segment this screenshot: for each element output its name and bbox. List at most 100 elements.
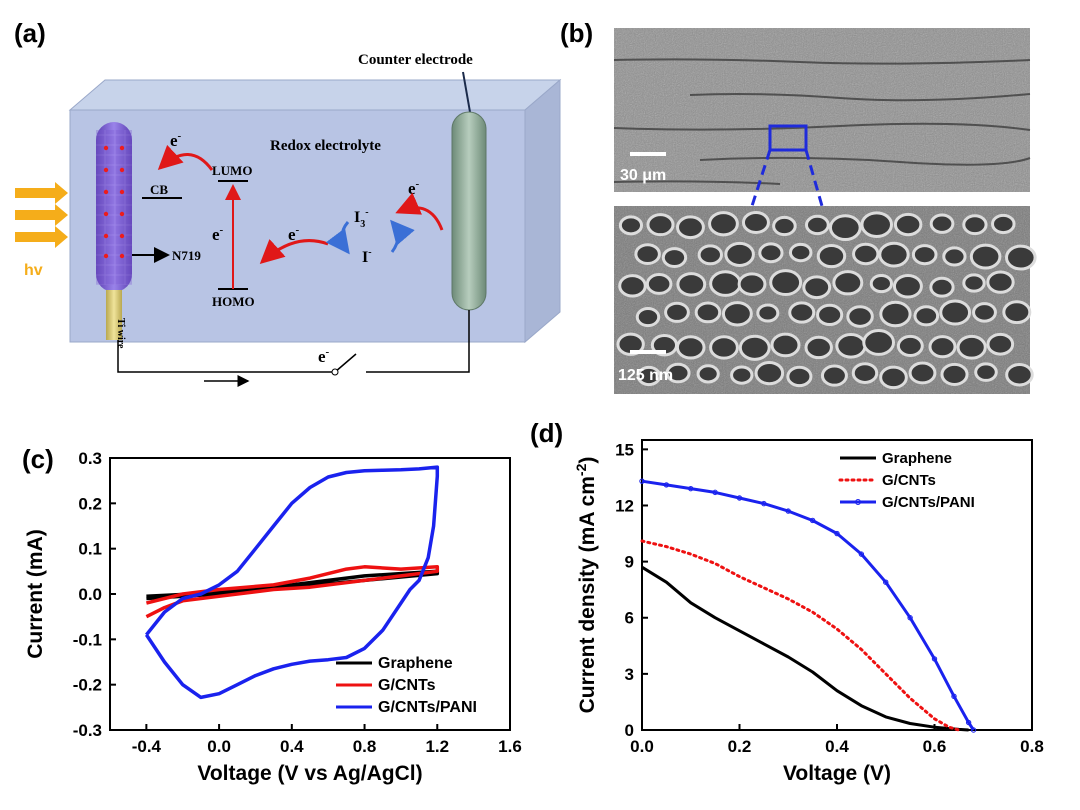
scale-bar-bottom — [630, 350, 666, 354]
nanotube-ring — [769, 269, 803, 296]
legend-label: G/CNTs/PANI — [378, 699, 477, 716]
nanotube-ring — [697, 244, 723, 266]
nanotube-ring — [618, 215, 644, 236]
nanotube-ring — [911, 244, 938, 266]
counter-electrode-label: Counter electrode — [358, 52, 473, 68]
nanotube-ring — [869, 273, 893, 294]
y-tick-label: 0.1 — [78, 540, 102, 559]
y-tick-label: -0.1 — [73, 630, 102, 649]
series-line-g-cnts-pani — [641, 479, 975, 731]
y-axis-label: Current density (mA cm-2) — [573, 457, 599, 714]
redox-cycle-right — [390, 219, 415, 253]
nanotube-ring — [991, 213, 1016, 235]
nanotube-ring — [770, 332, 801, 358]
series-point — [834, 530, 840, 537]
series-point — [761, 500, 767, 507]
electron-label-2: e- — [212, 224, 224, 244]
nanotube-ring — [972, 302, 997, 323]
y-tick-label: 0 — [625, 721, 634, 740]
y-tick-label: 15 — [615, 440, 634, 459]
nanotube-ring — [816, 303, 844, 327]
nanotube-ring — [913, 305, 940, 327]
x-tick-label: 0.2 — [728, 737, 752, 756]
electron-label-3: e- — [288, 224, 300, 244]
light-arrows — [15, 182, 68, 248]
plot-frame — [641, 439, 1033, 731]
y-tick-label: 3 — [625, 665, 634, 684]
x-axis-label: Voltage (V vs Ag/AgCl) — [197, 762, 422, 785]
x-tick-label: 1.6 — [498, 737, 522, 756]
electron-label-5: e- — [318, 346, 330, 366]
legend-label: Graphene — [378, 655, 453, 672]
redox-electrolyte-label: Redox electrolyte — [270, 138, 381, 154]
nanotube-ring — [708, 211, 739, 237]
x-tick-label: 1.2 — [425, 737, 449, 756]
nanotube-ring — [804, 335, 833, 360]
nanotube-ring — [730, 365, 754, 385]
y-tick-label: 9 — [625, 553, 634, 572]
y-tick-label: 0.3 — [78, 449, 102, 468]
nanotube-ring — [879, 300, 912, 328]
nanotube-ring — [802, 275, 832, 300]
nanotube-ring — [676, 215, 705, 240]
nanotube-ring — [636, 365, 662, 387]
series-line-graphene — [641, 565, 969, 732]
nanotube-ring — [758, 242, 784, 264]
series-point — [712, 489, 718, 496]
series-point — [809, 517, 816, 524]
circuit-switch — [334, 353, 357, 373]
nanotube-ring — [741, 210, 770, 234]
nanotube-ring — [645, 273, 673, 295]
nanotube-ring — [820, 364, 848, 387]
redox-cycle-left — [325, 221, 350, 255]
nanotube-ring — [852, 242, 880, 266]
x-tick-label: 0.0 — [207, 737, 231, 756]
regeneration-arrow — [259, 238, 329, 265]
sem-top-cracks — [613, 58, 1031, 185]
nanotube-ring — [878, 241, 910, 268]
reduction-arrow — [395, 192, 444, 231]
nanotube-ring — [788, 242, 813, 263]
nanotube-ring — [942, 246, 967, 267]
circuit-switch-pivot — [331, 368, 339, 376]
nanotube-ring — [737, 272, 767, 297]
x-tick-label: 0.8 — [1020, 737, 1044, 756]
series-point — [785, 508, 791, 514]
nanotube-ring — [709, 270, 742, 297]
series-point — [951, 693, 957, 700]
nanotube-ring — [661, 247, 688, 269]
nanotube-ring — [974, 362, 998, 382]
nanotube-ring — [1005, 244, 1037, 271]
nanotube-ring — [634, 243, 661, 266]
nanotube-ring — [962, 214, 988, 236]
zoom-box — [768, 124, 808, 152]
nanotube-ring — [664, 301, 690, 323]
nanotube-ring — [635, 306, 661, 328]
homo-label: HOMO — [212, 294, 255, 309]
nanotube-ring — [665, 362, 691, 384]
nanotube-ring — [908, 361, 937, 385]
legend-label: Graphene — [882, 450, 952, 467]
electron-label-4: e- — [408, 178, 420, 198]
nanotube-ring — [892, 273, 923, 299]
x-tick-label: 0.4 — [825, 737, 849, 756]
series-line-g-cnts — [640, 539, 961, 732]
nanotube-ring — [851, 362, 879, 384]
nanotube-ring — [929, 276, 955, 298]
nanotube-ring — [786, 365, 813, 388]
y-tick-label: 0.0 — [78, 585, 102, 604]
nanotube-ring — [1005, 363, 1034, 387]
nanotube-ring — [788, 301, 816, 324]
circuit-wire-right — [366, 310, 470, 373]
nanotube-ring — [709, 335, 739, 360]
nanotube-ring — [675, 335, 706, 360]
nanotube-ring — [756, 303, 780, 323]
zoom-connector-left — [750, 149, 772, 207]
circuit-wire-left — [117, 340, 332, 373]
legend-marker — [855, 499, 861, 505]
nanotube-ring — [893, 212, 923, 237]
